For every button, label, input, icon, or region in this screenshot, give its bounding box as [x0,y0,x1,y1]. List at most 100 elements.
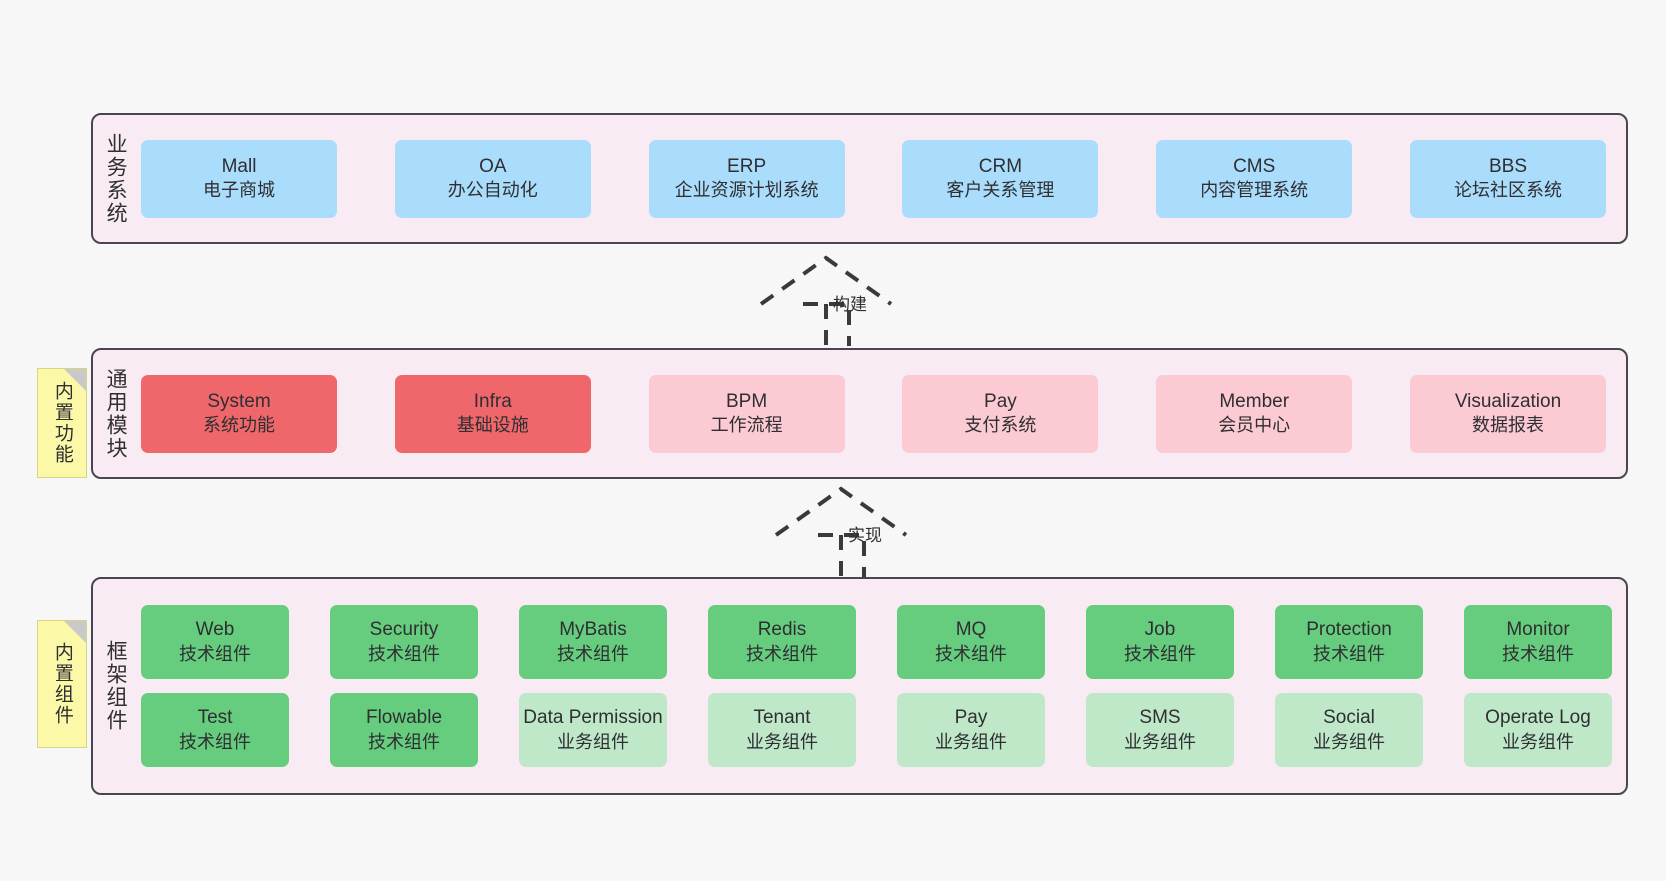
framework-row-mixed: Test 技术组件 Flowable 技术组件 Data Permission … [141,693,1612,767]
component-card-flowable[interactable]: Flowable 技术组件 [330,693,478,767]
card-subtitle: 系统功能 [203,415,275,436]
card-subtitle: 技术组件 [1502,643,1574,664]
card-title: Member [1219,390,1290,412]
card-subtitle: 工作流程 [710,415,783,436]
component-card-job[interactable]: Job 技术组件 [1086,605,1234,679]
component-card-operate-log[interactable]: Operate Log 业务组件 [1464,693,1612,767]
component-card-pay[interactable]: Pay 业务组件 [897,693,1045,767]
sticky-fold-icon [64,369,86,391]
dashed-generalization-arrow-icon [774,486,908,577]
module-card-member[interactable]: Member 会员中心 [1156,374,1353,453]
component-card-redis[interactable]: Redis 技术组件 [708,605,856,679]
sticky-note-label: 内置功能 [51,381,73,465]
business-card-mall[interactable]: Mall 电子商城 [141,139,337,218]
card-title: MyBatis [559,619,627,641]
card-subtitle: 技术组件 [1313,643,1385,664]
component-card-data-permission[interactable]: Data Permission 业务组件 [519,693,667,767]
card-title: Redis [757,619,807,641]
card-subtitle: 技术组件 [935,643,1007,664]
card-title: Pay [954,707,988,729]
component-card-tenant[interactable]: Tenant 业务组件 [708,693,856,767]
card-subtitle: 基础设施 [456,415,529,436]
common-modules-panel: 通用模块 System 系统功能 Infra 基础设施 BPM 工作流程 Pay… [91,348,1628,479]
business-card-crm[interactable]: CRM 客户关系管理 [902,139,1099,218]
component-card-monitor[interactable]: Monitor 技术组件 [1464,605,1612,679]
sticky-note-label: 内置组件 [51,642,73,726]
card-subtitle: 客户关系管理 [946,180,1055,201]
card-title: Job [1144,619,1176,641]
business-card-oa[interactable]: OA 办公自动化 [394,139,591,218]
card-subtitle: 办公自动化 [447,180,538,201]
card-subtitle: 业务组件 [1124,731,1196,752]
card-subtitle: 业务组件 [746,731,818,752]
framework-components-label: 框架组件 [104,640,128,732]
card-title: Data Permission [523,707,663,729]
component-card-web[interactable]: Web 技术组件 [141,605,289,679]
module-card-bpm[interactable]: BPM 工作流程 [648,374,845,453]
card-title: Visualization [1454,390,1562,412]
business-card-erp[interactable]: ERP 企业资源计划系统 [648,139,845,218]
connector-build-label: 构建 [833,295,867,314]
card-subtitle: 数据报表 [1471,415,1544,436]
business-systems-cards: Mall 电子商城 OA 办公自动化 ERP 企业资源计划系统 CRM 客户关系… [137,115,1626,242]
component-card-social[interactable]: Social 业务组件 [1275,693,1423,767]
card-subtitle: 技术组件 [1124,643,1196,664]
card-subtitle: 技术组件 [746,643,818,664]
card-subtitle: 业务组件 [935,731,1007,752]
module-card-system[interactable]: System 系统功能 [141,374,337,453]
card-subtitle: 技术组件 [179,731,251,752]
connector-build: 构建 [757,252,937,348]
framework-components-panel: 框架组件 Web 技术组件 Security 技术组件 MyBatis 技术组件… [91,577,1628,795]
sticky-fold-icon [64,621,86,643]
card-title: Pay [984,390,1017,412]
sticky-note-builtin-component: 内置组件 [37,620,87,748]
module-card-infra[interactable]: Infra 基础设施 [394,374,591,453]
business-systems-label: 业务系统 [104,132,128,225]
component-card-sms[interactable]: SMS 业务组件 [1086,693,1234,767]
card-subtitle: 业务组件 [557,731,629,752]
card-subtitle: 企业资源计划系统 [674,180,819,201]
card-title: Social [1323,707,1375,729]
business-card-bbs[interactable]: BBS 论坛社区系统 [1409,139,1606,218]
component-card-security[interactable]: Security 技术组件 [330,605,478,679]
connector-implement: 实现 [772,483,952,579]
card-subtitle: 业务组件 [1502,731,1574,752]
module-card-pay[interactable]: Pay 支付系统 [902,374,1099,453]
framework-components-grid: Web 技术组件 Security 技术组件 MyBatis 技术组件 Redi… [137,579,1626,793]
card-subtitle: 论坛社区系统 [1453,180,1562,201]
component-card-mybatis[interactable]: MyBatis 技术组件 [519,605,667,679]
card-subtitle: 技术组件 [557,643,629,664]
business-systems-panel: 业务系统 Mall 电子商城 OA 办公自动化 ERP 企业资源计划系统 CRM… [91,113,1628,244]
component-card-test[interactable]: Test 技术组件 [141,693,289,767]
card-title: MQ [955,619,987,641]
card-title: Test [197,707,233,729]
card-title: System [207,390,271,412]
component-card-mq[interactable]: MQ 技术组件 [897,605,1045,679]
card-title: Flowable [365,707,443,729]
card-subtitle: 技术组件 [368,643,440,664]
connector-implement-label: 实现 [848,526,882,545]
card-title: Operate Log [1485,707,1591,729]
module-card-visualization[interactable]: Visualization 数据报表 [1409,374,1606,453]
card-subtitle: 电子商城 [203,180,275,201]
dashed-generalization-arrow-icon [759,255,893,346]
card-title: Monitor [1506,619,1570,641]
card-title: Tenant [753,707,811,729]
framework-row-tech: Web 技术组件 Security 技术组件 MyBatis 技术组件 Redi… [141,605,1612,679]
card-subtitle: 内容管理系统 [1200,180,1309,201]
card-title: Web [195,619,235,641]
card-title: Mall [221,155,257,177]
card-title: BBS [1488,155,1527,177]
common-modules-cards: System 系统功能 Infra 基础设施 BPM 工作流程 Pay 支付系统… [137,350,1626,477]
card-subtitle: 业务组件 [1313,731,1385,752]
card-title: Protection [1306,619,1392,641]
card-subtitle: 支付系统 [964,415,1037,436]
sticky-note-builtin-function: 内置功能 [37,368,87,478]
card-title: BPM [726,390,768,412]
card-title: ERP [727,155,767,177]
business-card-cms[interactable]: CMS 内容管理系统 [1156,139,1353,218]
common-modules-label: 通用模块 [104,367,128,460]
card-title: CMS [1233,155,1276,177]
card-subtitle: 技术组件 [368,731,440,752]
component-card-protection[interactable]: Protection 技术组件 [1275,605,1423,679]
